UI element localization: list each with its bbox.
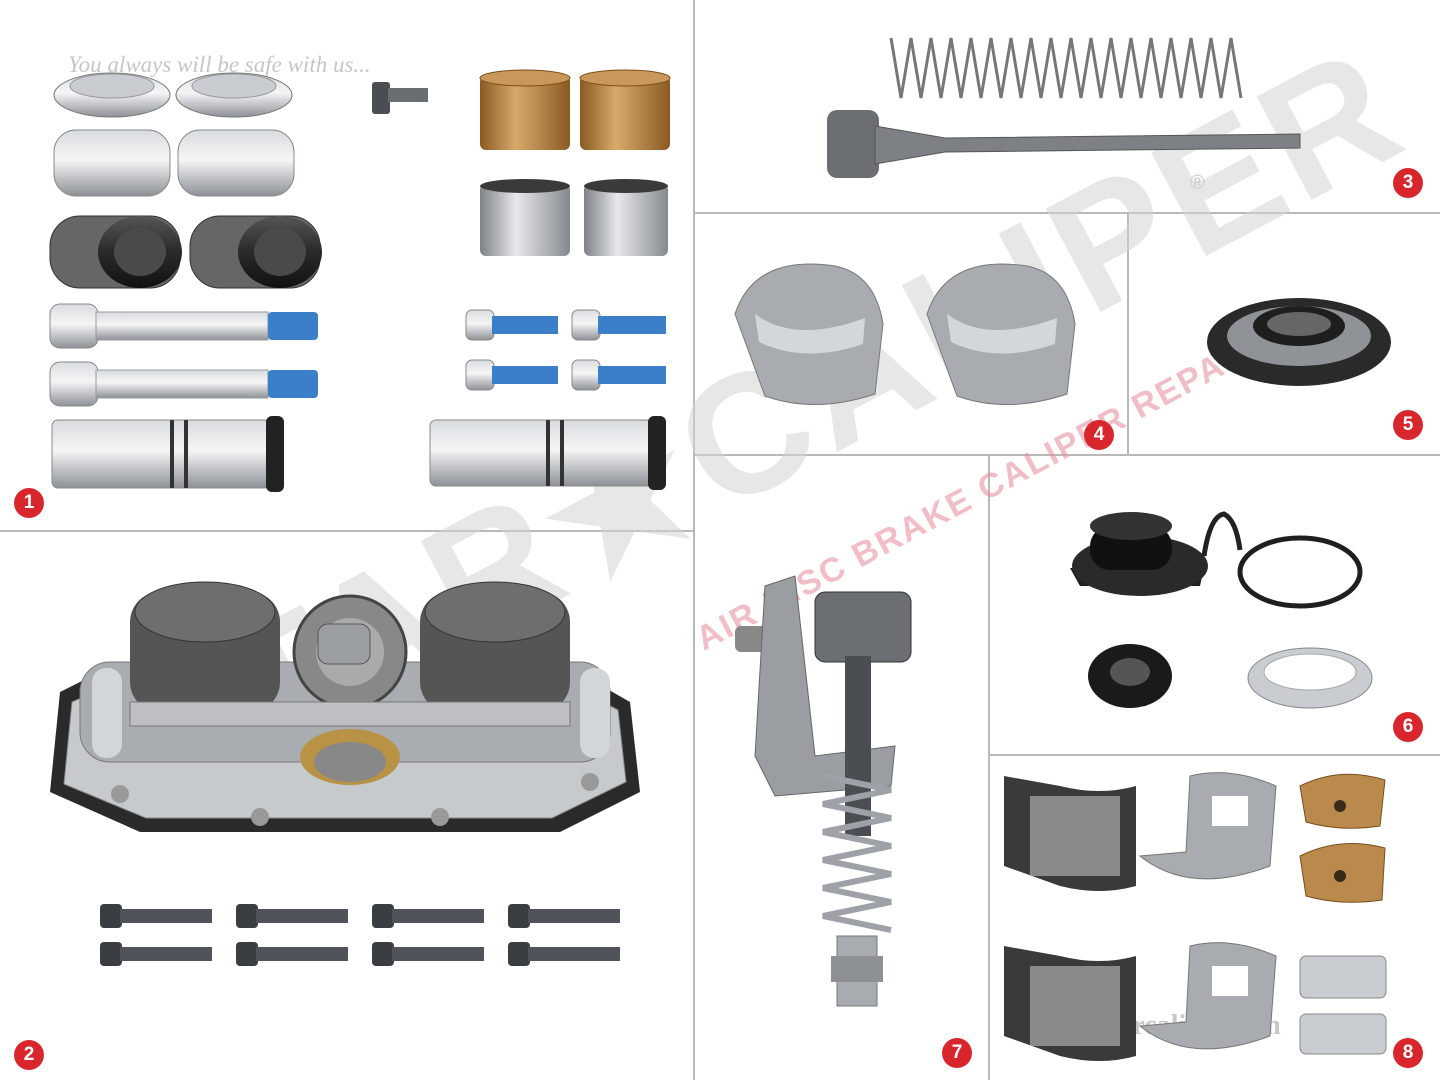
guide-pin (51, 416, 666, 492)
panel-6-parts (1030, 511, 1373, 709)
badge-7: 7 (942, 1038, 972, 1068)
needle-bearing (1004, 776, 1136, 1061)
guide-bolt-long (49, 303, 318, 407)
seal-ring (53, 72, 293, 118)
adjuster-bracket (735, 575, 896, 797)
cap-screw-blue (465, 309, 666, 391)
thrust-piece (734, 263, 1076, 406)
adjuster-spindle (831, 935, 883, 1007)
adjuster-gear (130, 581, 570, 712)
bronze-shell (1299, 773, 1386, 903)
panel-1-parts (49, 69, 671, 492)
rubber-boot-seal (49, 215, 322, 289)
adjuster-shaft (827, 110, 1301, 178)
badge-6: 6 (1393, 712, 1423, 742)
cover-cap (53, 129, 295, 197)
steel-bushing (480, 179, 668, 256)
bronze-bushing (479, 69, 671, 150)
badge-4: 4 (1084, 420, 1114, 450)
divider-right-top (695, 212, 1440, 214)
divider-left-horizontal (0, 530, 693, 532)
panel-3-parts (827, 37, 1301, 178)
divider-vertical-main (693, 0, 695, 1080)
panel-4-parts (734, 263, 1076, 406)
badge-5: 5 (1393, 410, 1423, 440)
badge-1: 1 (14, 488, 44, 518)
bearing-shell (1138, 772, 1277, 1050)
registered-mark: ® (1190, 172, 1205, 194)
divider-6-8 (990, 754, 1440, 756)
rubber-cap (1030, 511, 1363, 609)
small-oil-seal (1088, 644, 1172, 708)
piston-seal (1207, 298, 1391, 386)
panel-2-parts (50, 581, 640, 966)
mounting-bolt (100, 904, 620, 966)
divider-7-6 (988, 456, 990, 1080)
badge-3: 3 (1393, 168, 1423, 198)
steel-sleeve (1299, 955, 1387, 1055)
steel-ring (1247, 647, 1373, 709)
divider-4-5 (1127, 214, 1129, 454)
divider-right-middle (695, 454, 1440, 456)
panel-7-parts (735, 575, 912, 1007)
compression-spring (889, 37, 1243, 99)
panel-8-parts (1004, 772, 1387, 1061)
badge-8: 8 (1393, 1038, 1423, 1068)
adjuster-spring (822, 773, 892, 933)
badge-2: 2 (14, 1040, 44, 1070)
pinion-gear (814, 591, 912, 836)
panel-5-parts (1207, 298, 1391, 386)
small-bolt (372, 82, 428, 114)
